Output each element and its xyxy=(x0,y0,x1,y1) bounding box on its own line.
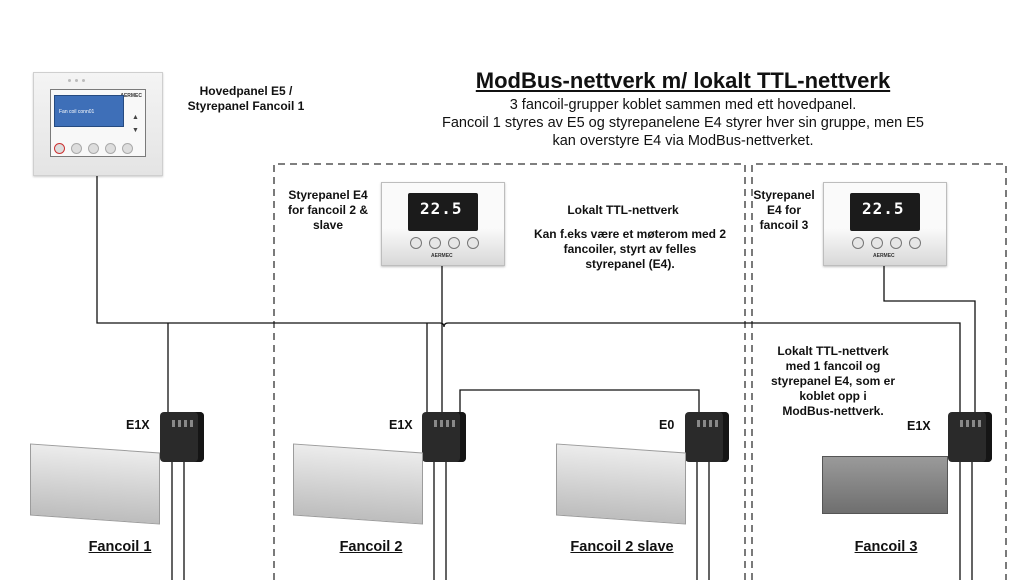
group2-ttl-description: Kan f.eks være et møterom med 2 fancoile… xyxy=(533,227,727,271)
e4-group3-ttl-line xyxy=(883,264,976,413)
aermec-logo: AERMEC xyxy=(873,253,895,259)
group3-dashed-box xyxy=(751,163,1007,580)
fancoil2-slave-label: Fancoil 2 slave xyxy=(570,539,674,555)
unit-code-fancoil3: E1X xyxy=(907,419,931,433)
e4-panel-group2: 22.5 AERMEC xyxy=(381,182,505,266)
main-panel-e5: AERMEC Fan coil conn01 ▲▼ xyxy=(33,72,163,176)
group3-panel-label: Styrepanel E4 for fancoil 3 xyxy=(753,188,815,232)
e5-buttons xyxy=(54,143,133,154)
diagram-subtitle: 3 fancoil-grupper koblet sammen med ett … xyxy=(442,97,924,149)
group2-dashed-box xyxy=(273,163,746,580)
group3-ttl-description: Lokalt TTL-nettverk med 1 fancoil og sty… xyxy=(770,344,896,418)
fancoil3-label: Fancoil 3 xyxy=(854,539,918,555)
ttl-link-2-slave xyxy=(459,389,700,413)
aermec-logo: AERMEC xyxy=(120,93,142,99)
group2-ttl-title: Lokalt TTL-nettverk xyxy=(567,203,679,217)
e5-screen: Fan coil conn01 xyxy=(54,95,124,127)
controller-fancoil1 xyxy=(160,412,204,462)
fancoil2-slave-unit xyxy=(556,443,686,525)
fancoil3-duct-unit xyxy=(822,456,948,514)
fancoil2-label: Fancoil 2 xyxy=(339,539,403,555)
controller-fancoil2 xyxy=(422,412,466,462)
unit-code-fancoil2-slave: E0 xyxy=(659,418,675,432)
fancoil2-unit xyxy=(293,443,423,525)
fancoil1-label: Fancoil 1 xyxy=(88,539,152,555)
group2-panel-label: Styrepanel E4 for fancoil 2 & slave xyxy=(287,188,368,232)
fancoil1-unit xyxy=(30,443,160,525)
aermec-logo: AERMEC xyxy=(431,253,453,259)
modbus-line xyxy=(96,175,961,412)
controller-fancoil3 xyxy=(948,412,992,462)
unit-code-fancoil2: E1X xyxy=(389,418,413,432)
main-panel-label: Hovedpanel E5 / Styrepanel Fancoil 1 xyxy=(187,84,305,113)
e5-arrow-icons: ▲▼ xyxy=(132,114,139,134)
controller-fancoil2-slave xyxy=(685,412,729,462)
e4-panel-group3: 22.5 AERMEC xyxy=(823,182,947,266)
diagram-title: ModBus-nettverk m/ lokalt TTL-nettverk xyxy=(475,68,891,93)
unit-code-fancoil1: E1X xyxy=(126,418,150,432)
